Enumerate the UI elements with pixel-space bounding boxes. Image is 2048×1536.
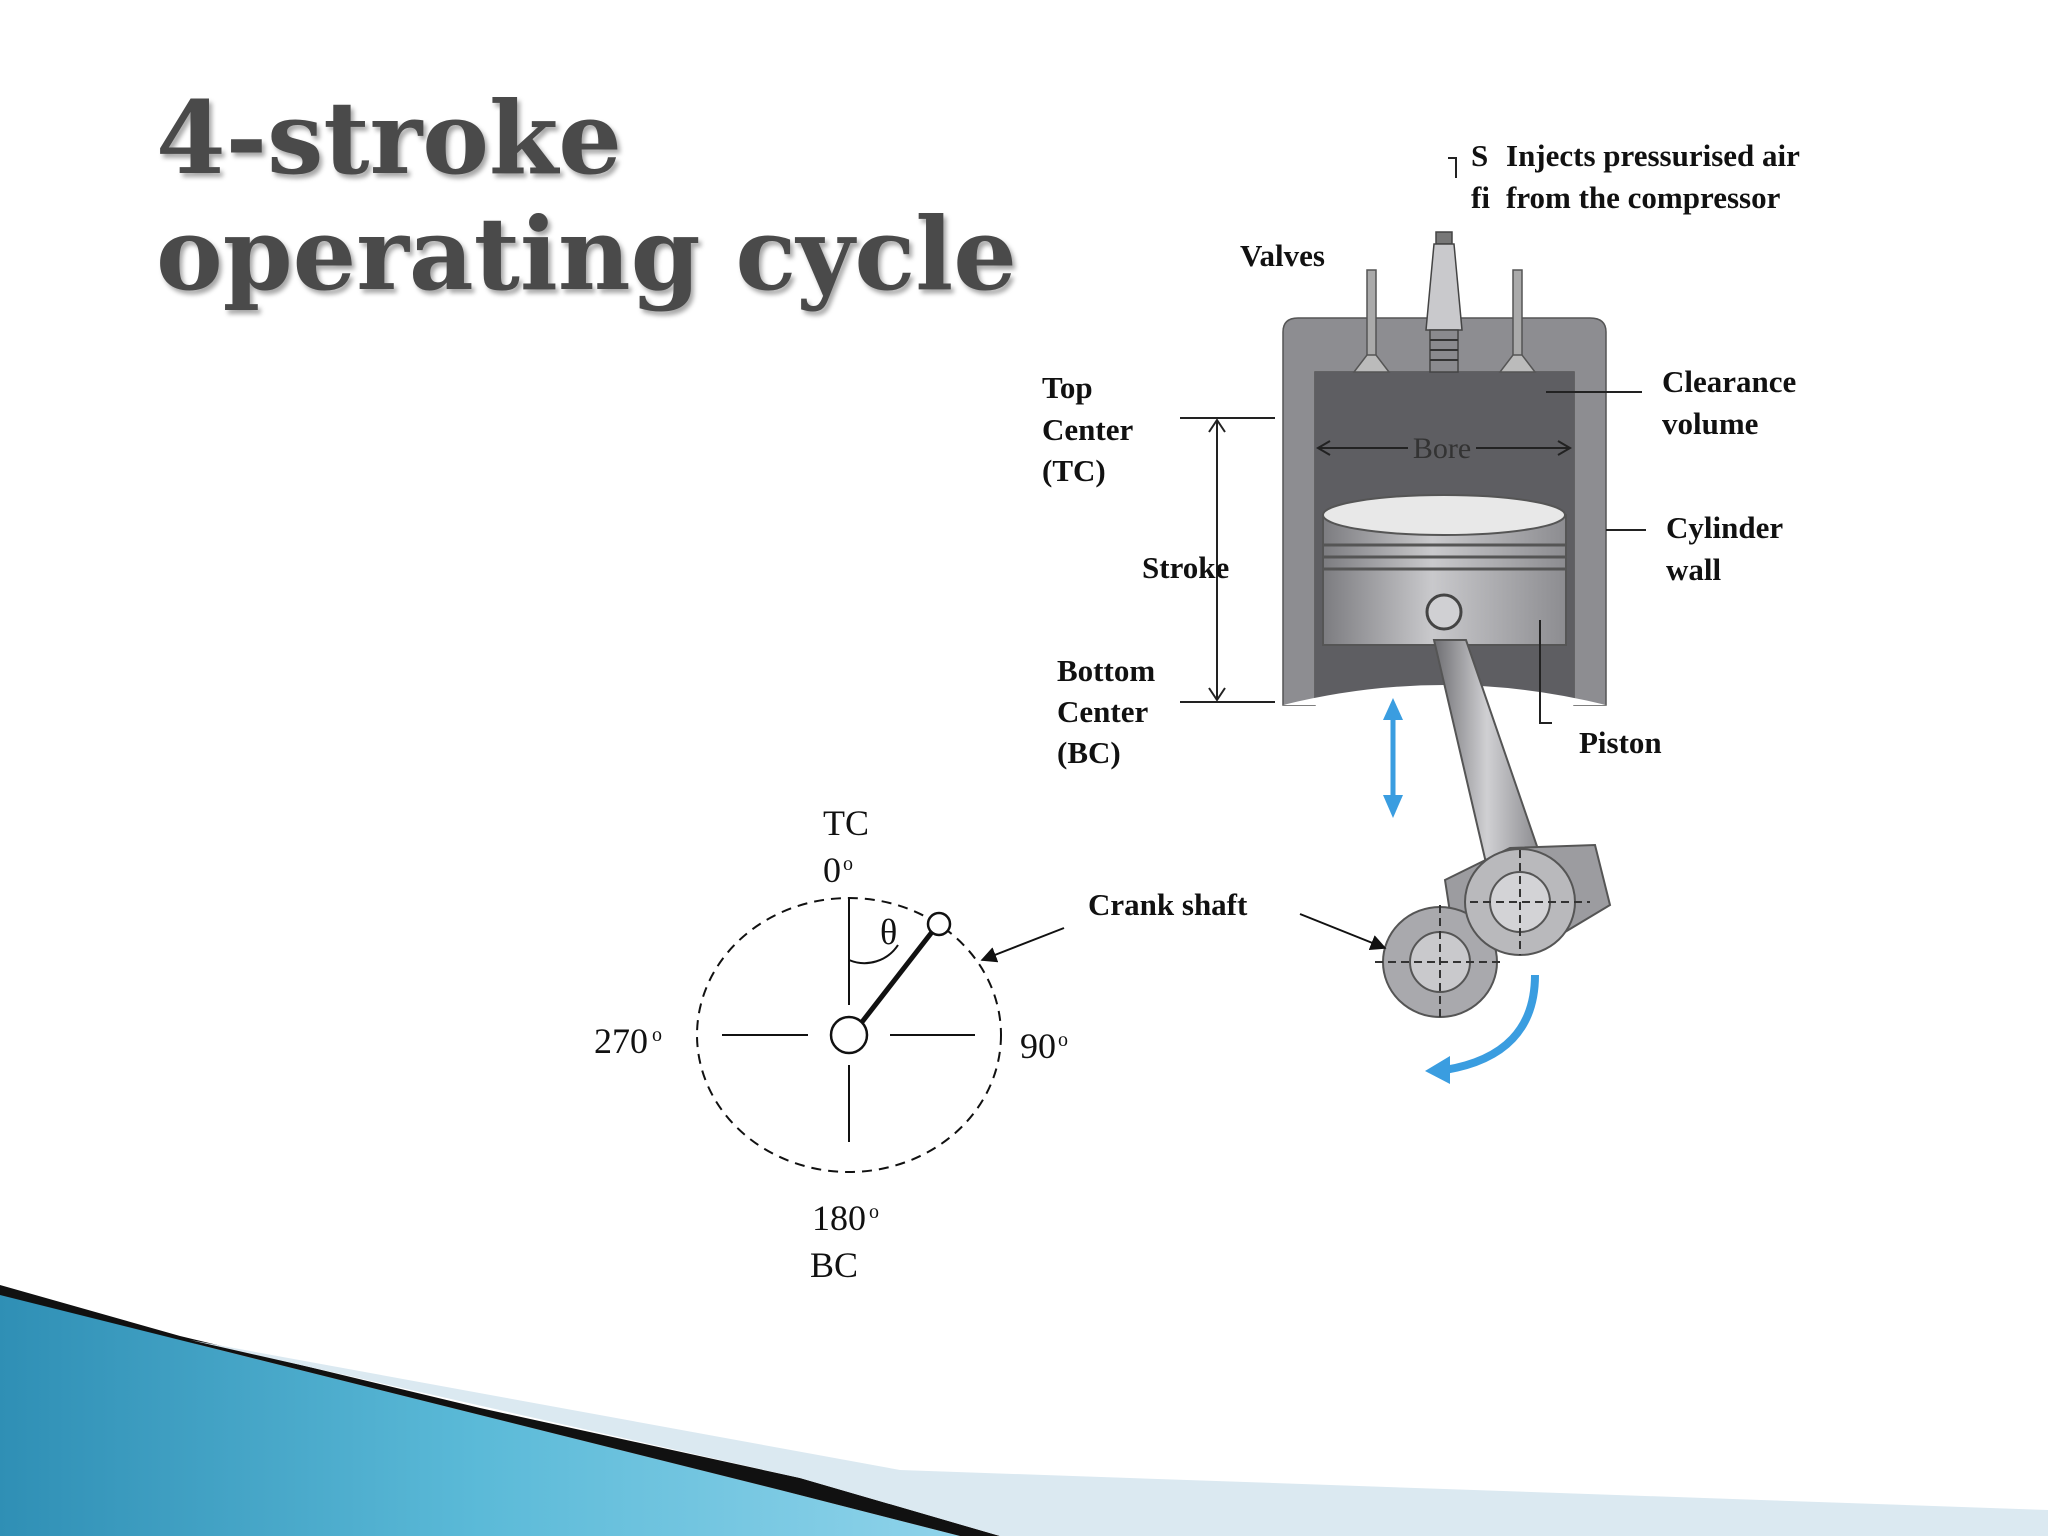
bc-degree-label: 180 xyxy=(812,1198,866,1238)
bc-degree-mark: o xyxy=(869,1201,879,1223)
injector-label-line-2: from the compressor xyxy=(1506,180,1781,215)
valves-label: Valves xyxy=(1240,238,1325,273)
left-degree-label: 270 xyxy=(594,1021,648,1061)
tc-label: TC xyxy=(823,803,869,843)
bottom-center-label-line-2: Center xyxy=(1057,694,1148,729)
injector-label-line-1: Injects pressurised air xyxy=(1506,138,1800,173)
intake-valve xyxy=(1352,269,1391,373)
left-degree-mark: o xyxy=(652,1024,662,1046)
injector xyxy=(1425,231,1463,373)
bore-label: Bore xyxy=(1413,432,1471,465)
top-center-label-line-3: (TC) xyxy=(1042,453,1106,488)
injector-small-label-1: S xyxy=(1471,138,1488,173)
top-center-label-line-1: Top xyxy=(1042,370,1093,405)
crank-circle xyxy=(696,897,1002,1173)
piston-label: Piston xyxy=(1579,725,1662,760)
crank-arm xyxy=(860,930,934,1024)
theta-arc xyxy=(848,944,899,965)
slide-title: 4-stroke operating cycle xyxy=(156,80,1017,312)
stroke-label: Stroke xyxy=(1142,550,1229,585)
leader-lines xyxy=(980,157,1646,963)
exhaust-valve xyxy=(1498,269,1537,373)
cylinder-wall-label-line-2: wall xyxy=(1666,552,1722,587)
title-line-1: 4-stroke xyxy=(156,79,622,197)
clearance-label-line-2: volume xyxy=(1662,406,1758,441)
title-line-2: operating cycle xyxy=(156,195,1017,313)
right-degree-mark: o xyxy=(1058,1029,1068,1051)
crankshaft xyxy=(1375,848,1590,1020)
bottom-center-label-line-1: Bottom xyxy=(1057,653,1155,688)
crank-rotation-arrow xyxy=(1425,974,1539,1084)
cylinder-wall-label-line-1: Cylinder xyxy=(1666,510,1783,545)
crank-shaft-label: Crank shaft xyxy=(1088,887,1248,922)
clearance-label-line-1: Clearance xyxy=(1662,364,1796,399)
theta-label: θ xyxy=(880,912,897,952)
bc-label: BC xyxy=(810,1245,858,1285)
crank-pin xyxy=(926,911,952,937)
injector-small-label-2: fi xyxy=(1471,180,1490,215)
bottom-center-label-line-3: (BC) xyxy=(1057,735,1121,770)
piston-motion-arrow xyxy=(1383,698,1403,818)
bore-dimension: Bore xyxy=(1316,432,1572,465)
right-degree-label: 90 xyxy=(1020,1026,1056,1066)
tc-degree-mark: o xyxy=(843,853,853,875)
top-center-label-line-2: Center xyxy=(1042,412,1133,447)
tc-degree-label: 0 xyxy=(823,850,841,890)
stroke-dimension xyxy=(1180,417,1275,703)
